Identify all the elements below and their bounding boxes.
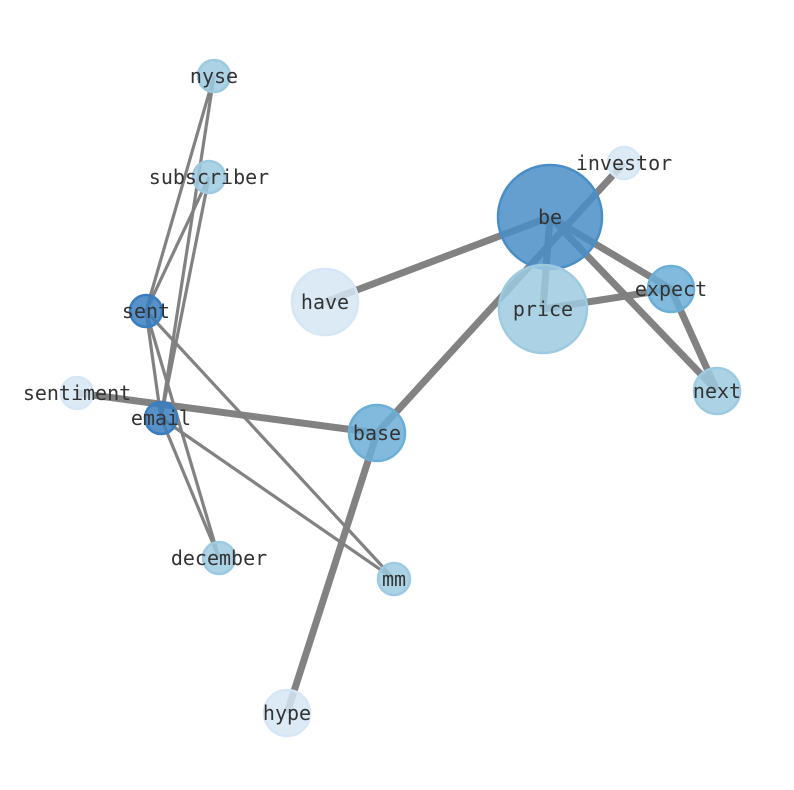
node-label-subscriber: subscriber [149, 165, 269, 189]
edge-nyse-sent [144, 75, 216, 312]
node-expect[interactable] [646, 264, 696, 314]
edge-sent-mm [144, 309, 396, 581]
edge-subscriber-sent [144, 176, 211, 312]
node-subscriber[interactable] [191, 159, 227, 195]
node-mm[interactable] [376, 561, 412, 597]
node-label-email: email [131, 406, 191, 430]
node-investor[interactable] [606, 145, 642, 181]
node-december[interactable] [201, 540, 237, 576]
node-hype[interactable] [262, 688, 312, 738]
edge-subscriber-email [159, 176, 211, 419]
node-label-sentiment: sentiment [23, 381, 131, 405]
node-email[interactable] [143, 400, 179, 436]
node-label-sent: sent [122, 299, 170, 323]
node-nyse[interactable] [196, 58, 232, 94]
edge-sent-email [144, 310, 163, 419]
node-sent[interactable] [128, 293, 164, 329]
node-label-have: have [301, 290, 349, 314]
node-label-hype: hype [263, 701, 311, 725]
edge-nyse-email [159, 75, 216, 419]
edge-email-december [159, 417, 221, 559]
node-label-mm: mm [382, 567, 406, 591]
nodes-layer [59, 58, 742, 738]
node-label-price: price [513, 297, 573, 321]
node-label-be: be [538, 205, 562, 229]
edge-base-hype [283, 431, 381, 715]
node-label-december: december [171, 546, 267, 570]
node-price[interactable] [497, 263, 589, 355]
node-base[interactable] [347, 403, 407, 463]
node-sentiment[interactable] [59, 375, 95, 411]
edge-sentiment-base [76, 389, 378, 437]
node-label-expect: expect [635, 277, 707, 301]
edge-email-mm [160, 416, 395, 581]
node-have[interactable] [290, 267, 360, 337]
node-label-next: next [693, 379, 741, 403]
node-label-investor: investor [576, 151, 672, 175]
node-next[interactable] [692, 366, 742, 416]
node-label-base: base [353, 421, 401, 445]
node-label-nyse: nyse [190, 64, 238, 88]
